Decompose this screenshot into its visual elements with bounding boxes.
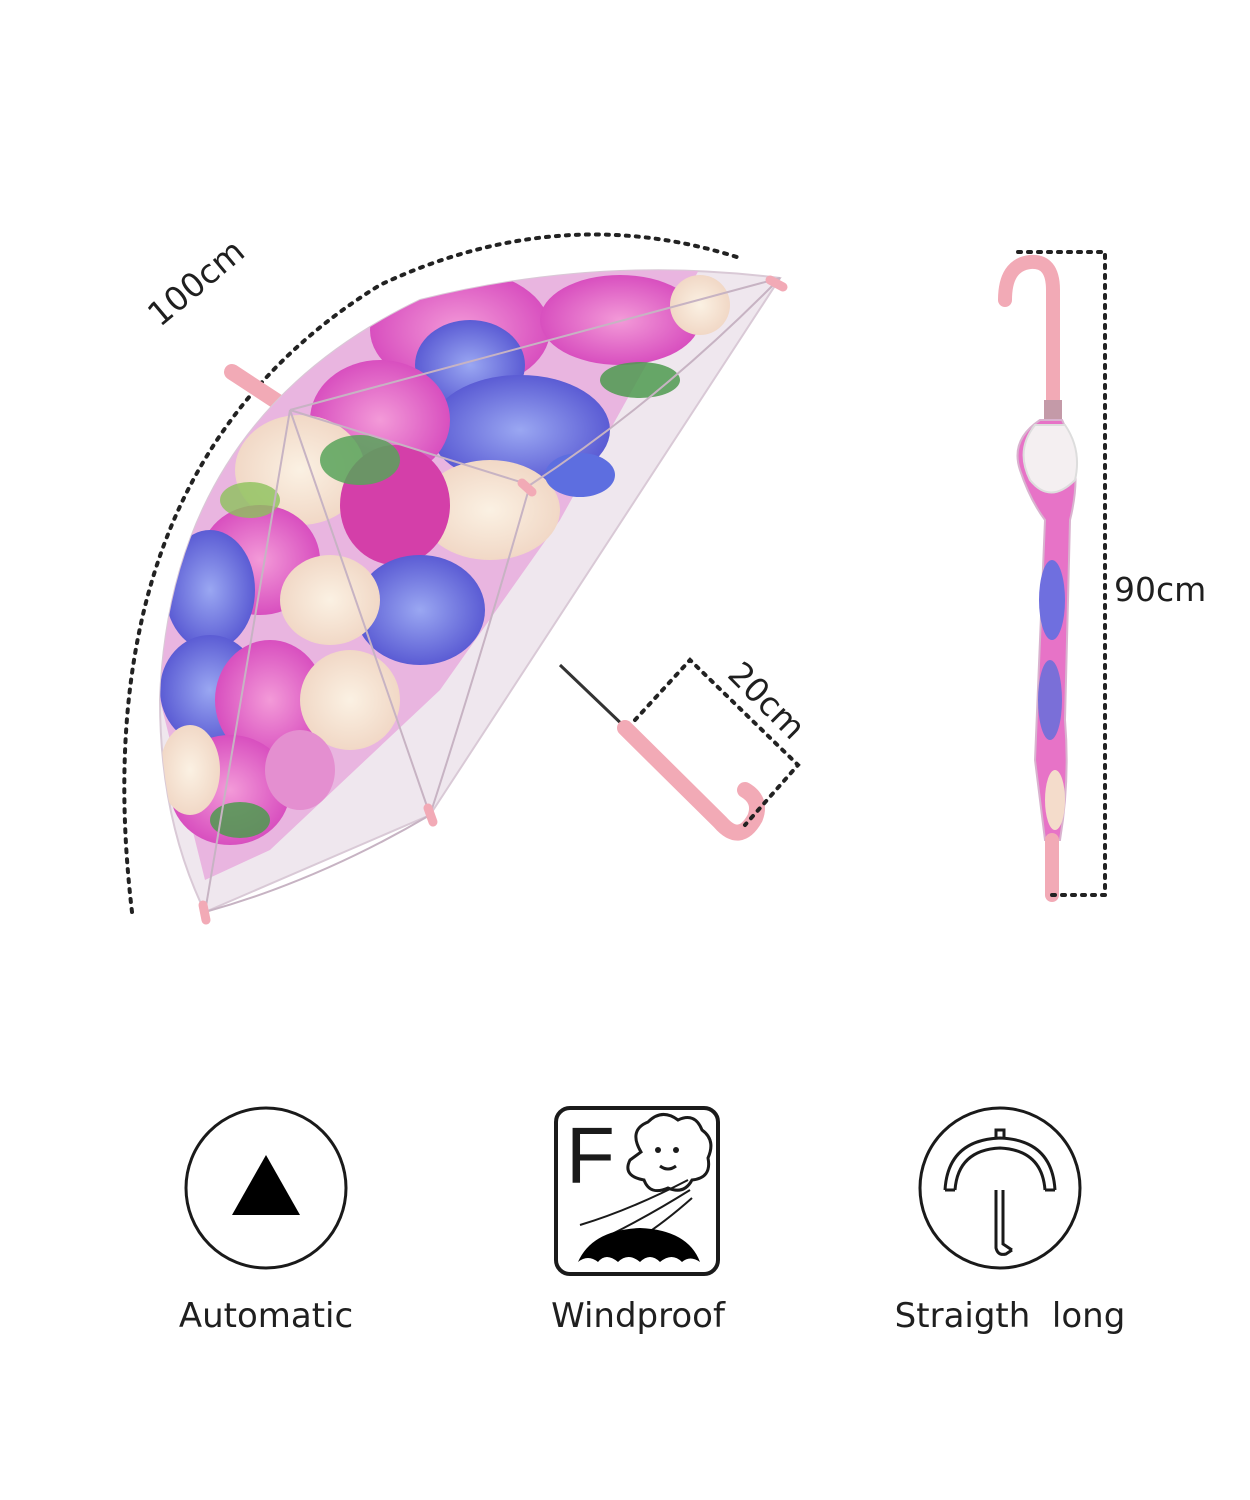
automatic-icon [184,1106,348,1270]
feature-label-automatic: Automatic [178,1296,354,1336]
umbrella-shaft [558,663,630,732]
umbrella-handle [617,720,765,841]
open-umbrella [158,269,788,925]
feature-label-straight-long: Straigth long [894,1296,1126,1336]
windproof-letter: F [566,1111,615,1200]
rib-tips [198,275,788,925]
closed-umbrella [998,254,1078,902]
umbrella-ribs [204,277,781,913]
total-length-dotted-bracket [1016,250,1107,897]
feature-label-windproof: Windproof [551,1296,725,1336]
closed-umbrella-hook [998,254,1060,417]
straight-umbrella-icon [918,1106,1082,1270]
canopy-arc-dotted-line [122,232,742,914]
windproof-icon [554,1106,720,1276]
total-length-label: 90cm [1114,570,1207,609]
handle-length-dotted-bracket [633,657,801,827]
